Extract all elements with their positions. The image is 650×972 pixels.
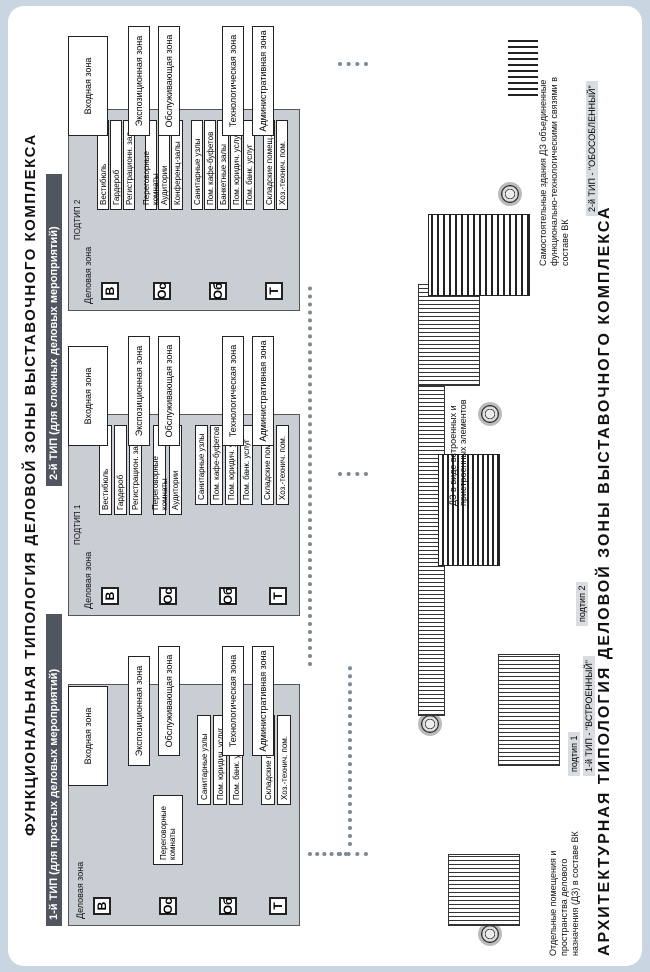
room-box: Санитарные узлы [195, 425, 208, 505]
type1-label: 1-й ТИП - "ВСТРОЕННЫЙ" [583, 656, 595, 776]
rotated-canvas: ФУНКЦИОНАЛЬНАЯ ТИПОЛОГИЯ ДЕЛОВОЙ ЗОНЫ ВЫ… [8, 6, 642, 966]
block-ob: Об [209, 282, 227, 300]
connector-dots [348, 666, 352, 846]
block-v: В [101, 282, 119, 300]
room-box: Гардероб [114, 425, 127, 515]
building-5 [418, 284, 480, 386]
zone-service: Обслуживающая зона [158, 26, 180, 136]
zone-technological: Технологическая зона [222, 336, 244, 446]
zone-administrative: Административная зона [252, 646, 274, 756]
zone-exhibition: Экспозиционная зона [128, 336, 150, 446]
zone-service: Обслуживающая зона [158, 646, 180, 756]
arch-right-caption: Самостоятельные здания ДЗ объединенные ф… [538, 77, 570, 266]
block-t: Т [265, 282, 283, 300]
block-ob: Об [219, 897, 237, 915]
zone-technological: Технологическая зона [222, 646, 244, 756]
arch-mid-caption: ДЗ в виде встроенных и пристроенных элем… [448, 399, 468, 506]
room-box: Хоз.-технич. пом. [276, 120, 288, 210]
tree-icon [478, 402, 502, 426]
zone-exhibition: Экспозиционная зона [128, 26, 150, 136]
type1-header: 1-й ТИП (для простых деловых мероприятий… [46, 614, 62, 926]
block-os: Ос [159, 897, 177, 915]
block-t: Т [269, 897, 287, 915]
subtype2-tag: подтип 2 [576, 581, 588, 626]
zone-technological: Технологическая зона [222, 26, 244, 136]
subtype1-panel-title: Деловая зона [83, 551, 93, 609]
building-2 [498, 654, 560, 766]
zone-exhibition: Экспозиционная зона [128, 656, 150, 766]
block-t: Т [269, 587, 287, 605]
subtype1-label: ПОДТИП 1 [73, 504, 82, 545]
main-title: ФУНКЦИОНАЛЬНАЯ ТИПОЛОГИЯ ДЕЛОВОЙ ЗОНЫ ВЫ… [22, 133, 39, 836]
zone-administrative: Административная зона [252, 26, 274, 136]
subtype2-panel: ПОДТИП 2 Деловая зона В Ос Об Т Вестибюл… [68, 109, 300, 311]
connector-dots [338, 472, 368, 476]
zone-entrance: Входная зона [68, 36, 108, 136]
zone-entrance: Входная зона [68, 346, 108, 446]
room-box: Гардероб [110, 120, 122, 210]
subtype1-tag: подтип 1 [568, 731, 580, 776]
building-1 [448, 854, 520, 926]
connector-dots [308, 286, 312, 666]
zone-service: Обслуживающая зона [158, 336, 180, 446]
type2-label: 2-й ТИП - "ОБОСОБЛЕННЫЙ" [586, 81, 598, 216]
room-box: Санитарные узлы [197, 715, 211, 805]
block-v: В [93, 897, 111, 915]
arch-title: АРХИТЕКТУРНАЯ ТИПОЛОГИЯ ДЕЛОВОЙ ЗОНЫ ВЫС… [596, 205, 613, 956]
block-v: В [101, 587, 119, 605]
type1-panel-title: Деловая зона [75, 861, 85, 919]
room-box: Хоз.-технич. пом. [277, 715, 291, 805]
block-os: Ос [153, 282, 171, 300]
room-box: Пом. кафе-буфетов [204, 120, 216, 210]
room-box: Хоз.-технич. пом. [276, 425, 289, 505]
connector-dots [338, 852, 368, 856]
connector-dots [338, 62, 368, 66]
building-7 [508, 36, 538, 96]
zone-entrance: Входная зона [68, 686, 108, 786]
zone-administrative: Административная зона [252, 336, 274, 446]
room-box: Переговорные комнаты [153, 795, 183, 865]
subtype2-label: ПОДТИП 2 [73, 199, 82, 240]
block-os: Ос [159, 587, 177, 605]
subtype2-panel-title: Деловая зона [83, 246, 93, 304]
block-ob: Об [219, 587, 237, 605]
arch-left-caption: Отдельные помещения и пространства делов… [548, 831, 580, 956]
tree-icon [498, 182, 522, 206]
poster-frame: ФУНКЦИОНАЛЬНАЯ ТИПОЛОГИЯ ДЕЛОВОЙ ЗОНЫ ВЫ… [8, 6, 642, 966]
building-6 [428, 214, 530, 296]
room-box: Санитарные узлы [191, 120, 203, 210]
type2-header: 2-й ТИП (для сложных деловых мероприятий… [46, 174, 62, 486]
